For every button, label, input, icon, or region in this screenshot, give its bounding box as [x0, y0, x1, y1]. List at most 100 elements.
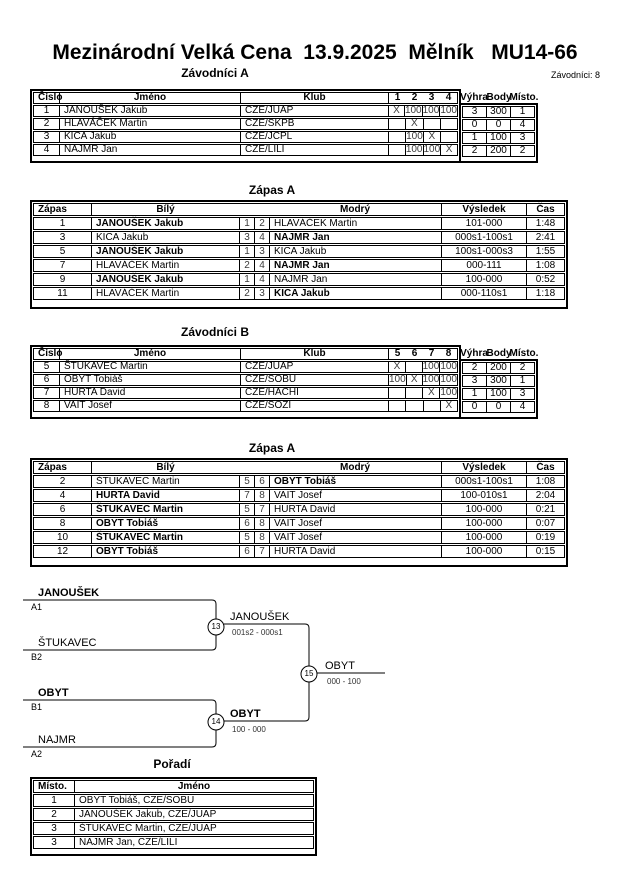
- col-header-jmeno: Jméno: [59, 93, 240, 103]
- cell-vyhra: 0: [471, 401, 478, 412]
- competitor-row: 8 VAIT Josef CZE/SOZI X: [33, 400, 458, 412]
- cell-mark: [388, 132, 405, 142]
- results-row: 2 200 2: [462, 145, 535, 157]
- col-header-cislo: Číslo: [38, 92, 63, 103]
- cell-modry-number: 8: [254, 490, 269, 501]
- bracket-seed-a1-name: JANOUŠEK: [38, 587, 100, 599]
- table-group-a: Číslo Jméno Klub 1 2 3 4 1 JANOUŠEK Jaku…: [30, 89, 461, 163]
- col-header-spacer: [239, 462, 269, 473]
- cell-bily: KICA Jakub: [91, 232, 239, 243]
- cell-mark: [404, 362, 422, 372]
- cell-bily-number: 7: [239, 490, 254, 501]
- cell-bily: ŠTUKAVEC Martin: [91, 504, 239, 515]
- cell-klub: CZE/JUAP: [240, 106, 388, 116]
- cell-vyhra: 2: [471, 145, 478, 156]
- col-header-modry: Modrý: [340, 203, 370, 215]
- cell-mark: 100: [388, 374, 406, 385]
- cell-modry: HURTA David: [269, 546, 441, 557]
- cell-zapas: 12: [56, 545, 69, 557]
- col-header-cas: Čas: [526, 204, 564, 215]
- bracket-seed-a2-name: NAJMR: [38, 734, 76, 746]
- cell-cislo: 4: [43, 144, 50, 155]
- cell-zapas: 4: [59, 489, 66, 501]
- cell-bily-number: 1: [239, 218, 254, 229]
- cell-klub: CZE/JCPL: [240, 132, 388, 142]
- cell-cas: 0:21: [526, 504, 564, 515]
- bracket-seed-b2-label: B2: [31, 652, 43, 662]
- cell-cas: 0:19: [526, 532, 564, 543]
- cell-cas: 0:15: [526, 546, 564, 557]
- match-14-score: 100 - 000: [232, 725, 266, 734]
- col-header-spacer: [239, 204, 269, 215]
- cell-mark: 100: [403, 105, 422, 116]
- cell-cas: 0:07: [526, 518, 564, 529]
- cell-cas: 2:41: [526, 232, 564, 243]
- cell-mark: [388, 119, 405, 129]
- results-row: 0 0 4: [462, 119, 535, 131]
- cell-zapas: 8: [59, 517, 66, 529]
- cell-bily: JANOUŠEK Jakub: [91, 246, 239, 257]
- cell-zapas: 9: [59, 273, 66, 285]
- cell-mark: [422, 401, 440, 411]
- competitor-row: 4 NAJMR Jan CZE/LILI 100 100 X: [33, 144, 458, 156]
- heading-matches-b: Zápas A: [248, 441, 296, 455]
- bracket-seed-a2-label: A2: [31, 749, 43, 759]
- cell-body: 300: [486, 107, 510, 117]
- cell-bily: OBYT Tobiáš: [91, 546, 239, 557]
- cell-body: 100: [486, 389, 510, 399]
- cell-mark: 100: [421, 374, 440, 385]
- cell-bily-number: 5: [239, 532, 254, 543]
- cell-cas: 1:48: [526, 218, 564, 229]
- table-group-a-results: 3 300 1 0 0 4 1 100 3 2 200 2: [459, 103, 538, 163]
- cell-modry: HLAVÁČEK Martin: [269, 218, 441, 229]
- table-header-row: Místo. Jméno: [33, 780, 314, 793]
- match-row: 5 JANOUŠEK Jakub 1 3 KICA Jakub 100s1-00…: [33, 245, 565, 258]
- cell-vysledek: 100-000: [441, 532, 526, 543]
- col-header-opponents: 5 6 7 8: [388, 349, 457, 359]
- col-header-num: 6: [411, 348, 418, 359]
- table-header-row: Zápas Bílý Modrý Výsledek Čas: [33, 203, 565, 216]
- standing-row: 1 OBYT Tobiáš, CZE/SOBU: [33, 794, 314, 807]
- col-header-jmeno: Jméno: [74, 781, 313, 792]
- col-header-zapas: Zápas: [38, 461, 67, 473]
- col-header-num: 2: [411, 92, 418, 103]
- cell-vyhra: 3: [471, 375, 478, 386]
- cell-body: 200: [486, 146, 510, 156]
- cell-cislo: 3: [43, 131, 50, 142]
- cell-modry: VAIT Josef: [269, 518, 441, 529]
- cell-body: 100: [486, 133, 510, 143]
- cell-vysledek: 100-000: [441, 546, 526, 557]
- heading-group-b: Závodníci B: [180, 325, 250, 339]
- cell-jmeno: OBYT Tobiáš, CZE/SOBU: [74, 795, 313, 806]
- col-header-num: 8: [445, 348, 452, 359]
- cell-body: 200: [486, 363, 510, 373]
- cell-vysledek: 100-010s1: [441, 490, 526, 501]
- cell-bily: OBYT Tobiáš: [91, 518, 239, 529]
- cell-mark: X: [388, 106, 404, 116]
- match-15-score: 000 - 100: [327, 677, 361, 686]
- bracket-seed-b2-name: ŠTUKAVEC: [38, 637, 97, 649]
- cell-mark: 100: [405, 131, 423, 142]
- match-14-winner: OBYT: [230, 708, 261, 720]
- bracket-seed-b1-label: B1: [31, 702, 43, 712]
- cell-modry-number: 2: [254, 218, 269, 229]
- cell-misto: 1: [510, 107, 534, 117]
- cell-body: 0: [486, 402, 510, 412]
- cell-jmeno: HLAVÁČEK Martin: [59, 119, 240, 129]
- cell-zapas: 10: [56, 531, 69, 543]
- col-header-bily: Bílý: [91, 462, 239, 473]
- match-row: 9 JANOUŠEK Jakub 1 4 NAJMR Jan 100-000 0…: [33, 273, 565, 286]
- col-header-vyhra: Výhra: [460, 348, 488, 359]
- cell-modry-number: 7: [254, 546, 269, 557]
- table-group-b: Číslo Jméno Klub 5 6 7 8 5 ŠTUKAVEC Mart…: [30, 345, 461, 419]
- col-header-body: Body: [486, 92, 512, 103]
- cell-bily: ŠTUKAVEC Martin: [91, 532, 239, 543]
- cell-zapas: 2: [59, 475, 66, 487]
- cell-modry-number: 6: [254, 476, 269, 487]
- cell-vysledek: 100-000: [441, 504, 526, 515]
- heading-group-a: Závodníci A: [181, 66, 249, 80]
- cell-zapas: 5: [59, 245, 66, 257]
- cell-cislo: 6: [43, 374, 50, 385]
- cell-mark: [388, 401, 405, 411]
